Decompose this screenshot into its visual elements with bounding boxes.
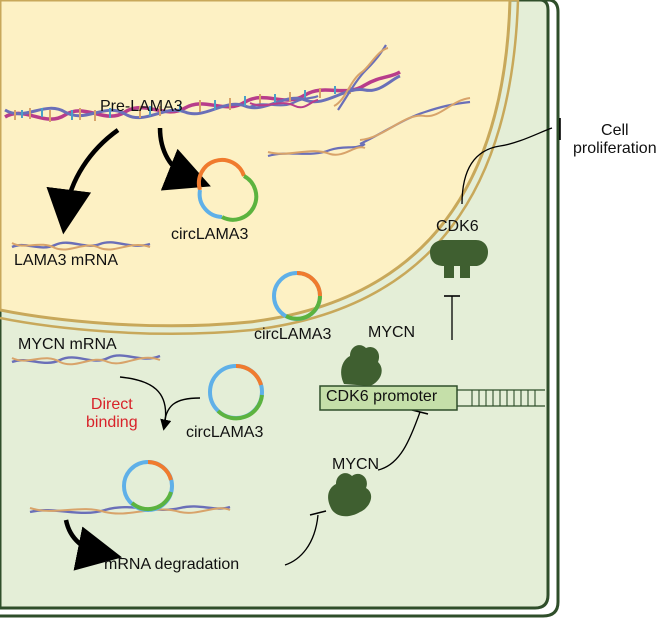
cdk6-protein-icon bbox=[430, 240, 488, 278]
mrna-degradation-label: mRNA degradation bbox=[104, 556, 240, 573]
cdk6-promoter-box bbox=[319, 385, 458, 411]
cdk6-promoter-label: CDK6 promoter bbox=[326, 388, 438, 405]
circlama3-nucleus-icon bbox=[196, 157, 259, 222]
mycn-protein-label: MYCN bbox=[332, 456, 380, 473]
cdk6-to-proliferation-line bbox=[461, 127, 553, 205]
mycn-to-promoter-line bbox=[377, 411, 421, 471]
transcription-arrows bbox=[46, 127, 211, 235]
circlama3-nucleus-label: circLAMA3 bbox=[171, 226, 249, 243]
direct-binding-label: Direct binding bbox=[86, 396, 138, 432]
mycn-mrna-label: MYCN mRNA bbox=[18, 336, 117, 353]
circlama3-cytoplasm-label: circLAMA3 bbox=[254, 326, 332, 343]
degradation-inhibits-mycn-line bbox=[284, 514, 319, 566]
lama3-mrna-label: LAMA3 mRNA bbox=[14, 252, 119, 269]
mycn-protein-icon bbox=[328, 473, 372, 517]
cell-proliferation-label: Cell proliferation bbox=[573, 122, 657, 158]
circlama3-binding-label: circLAMA3 bbox=[186, 424, 264, 441]
lama3-mrna-icon bbox=[11, 241, 151, 251]
pre-lama3-dna-icon bbox=[4, 70, 401, 122]
circlama3-cytoplasm-icon bbox=[272, 271, 322, 321]
cdk6-label: CDK6 bbox=[436, 218, 479, 235]
circlama3-binding-icon bbox=[208, 364, 264, 421]
mycn-mrna-icon bbox=[11, 354, 161, 366]
mycn-bound-protein-icon bbox=[341, 345, 382, 386]
mycn-bound-label: MYCN bbox=[368, 324, 416, 341]
dna-fragment-icons bbox=[249, 44, 471, 158]
circlama3-mrna-complex-icon bbox=[29, 460, 231, 515]
direct-binding-join-line bbox=[163, 397, 201, 429]
pre-lama3-label: Pre-LAMA3 bbox=[100, 98, 183, 115]
promoter-dna-ladder-icon bbox=[457, 389, 545, 407]
inhibition-bar bbox=[309, 510, 327, 516]
degradation-arrow bbox=[63, 519, 123, 571]
